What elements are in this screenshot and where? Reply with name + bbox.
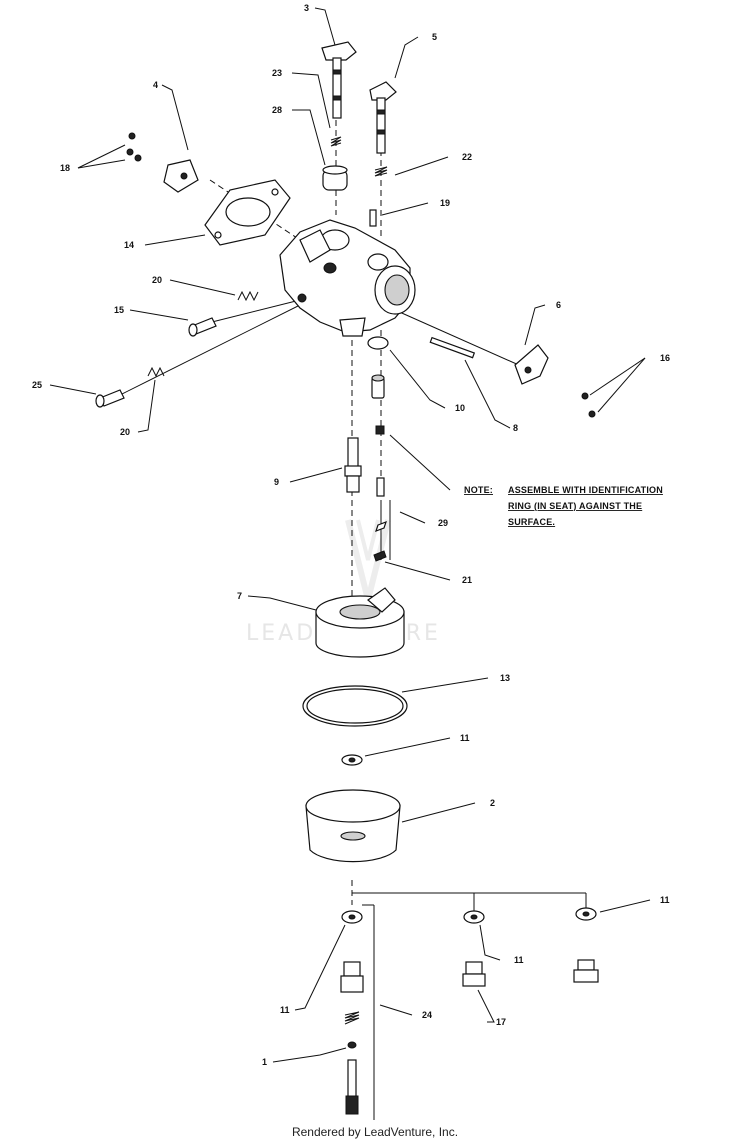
callout-11-middle: 11 (514, 955, 524, 965)
choke-shaft (369, 81, 397, 154)
side-plate-and-pin (429, 336, 596, 418)
callout-labels: 3 5 4 23 28 18 22 19 14 20 15 6 16 25 10… (32, 3, 670, 1067)
callout-17: 17 (496, 1017, 506, 1027)
callout-4: 4 (153, 80, 158, 90)
note-prefix: NOTE: (464, 485, 493, 495)
float-bowl (305, 789, 401, 863)
callout-25: 25 (32, 380, 42, 390)
callout-5: 5 (432, 32, 437, 42)
callout-11-bowl-washer: 11 (460, 733, 470, 743)
footer-credit: Rendered by LeadVenture, Inc. (291, 1125, 459, 1139)
plate-and-screws (126, 132, 199, 193)
assembly-note: NOTE: ASSEMBLE WITH IDENTIFICATION RING … (464, 485, 663, 527)
callout-24: 24 (422, 1010, 432, 1020)
callout-9: 9 (274, 477, 279, 487)
callout-2: 2 (490, 798, 495, 808)
callout-7: 7 (237, 591, 242, 601)
callout-21: 21 (462, 575, 472, 585)
callout-13: 13 (500, 673, 510, 683)
callout-1: 1 (262, 1057, 267, 1067)
choke-spring-and-pin (369, 166, 388, 227)
note-line-1: ASSEMBLE WITH IDENTIFICATION (508, 485, 663, 495)
carburetor-body (279, 219, 416, 337)
callout-14: 14 (124, 240, 134, 250)
callout-11-right: 11 (660, 895, 670, 905)
callout-20-top: 20 (152, 275, 162, 285)
callout-28: 28 (272, 105, 282, 115)
callout-6: 6 (556, 300, 561, 310)
callout-10: 10 (455, 403, 465, 413)
note-line-3: SURFACE. (508, 517, 555, 527)
callout-8: 8 (513, 423, 518, 433)
callout-3: 3 (304, 3, 309, 13)
throttle-shaft (321, 41, 357, 119)
callout-16: 16 (660, 353, 670, 363)
callout-18: 18 (60, 163, 70, 173)
adjustment-screws (95, 290, 259, 408)
bowl-washer (341, 754, 363, 766)
bowl-fasteners (340, 907, 599, 1115)
callout-23: 23 (272, 68, 282, 78)
callout-29: 29 (438, 518, 448, 528)
float (315, 587, 405, 658)
callout-11-left: 11 (280, 1005, 290, 1015)
gasket (204, 179, 291, 246)
note-line-2: RING (IN SEAT) AGAINST THE (508, 501, 642, 511)
callout-19: 19 (440, 198, 450, 208)
fuel-tube (344, 437, 362, 493)
leader-lines (49, 7, 651, 1063)
bowl-gasket (302, 685, 408, 727)
callout-20-bottom: 20 (120, 427, 130, 437)
callout-15: 15 (114, 305, 124, 315)
shaft-spring-and-seal (322, 136, 348, 191)
inlet-needle-assembly (367, 336, 389, 562)
callout-22: 22 (462, 152, 472, 162)
